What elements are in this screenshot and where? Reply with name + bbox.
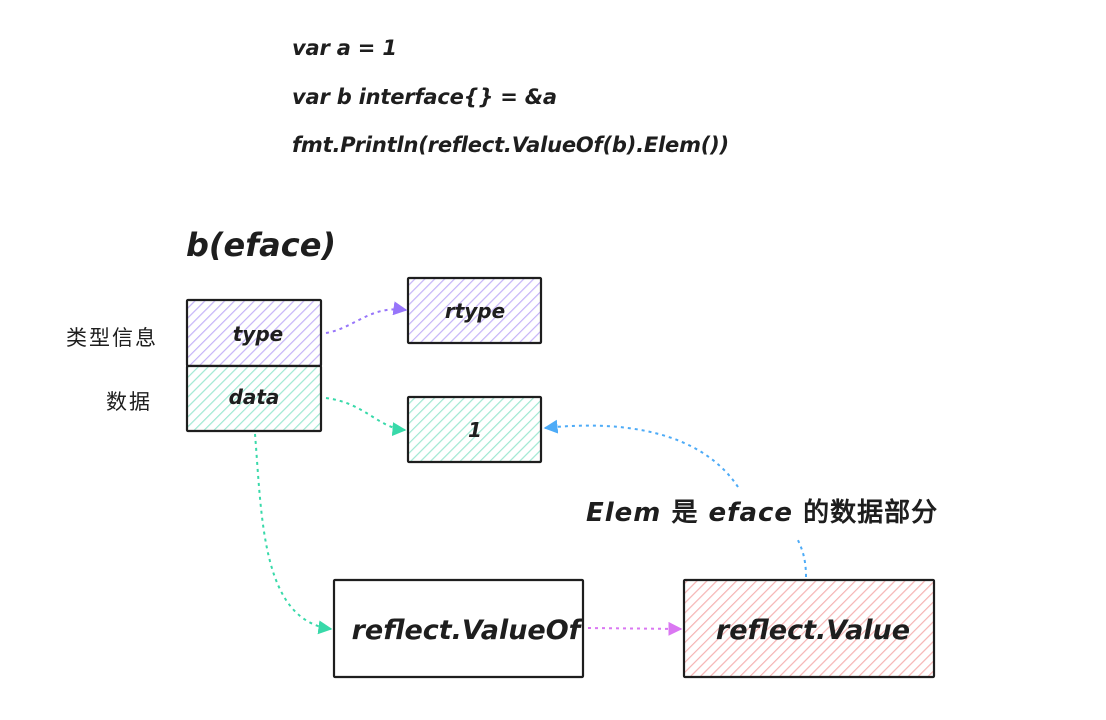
arrow-type-to-rtype <box>325 301 408 334</box>
eface-title: b(eface) <box>186 226 337 264</box>
annotation-elem: Elem <box>586 498 662 528</box>
code-line-2: var b interface{} = &a <box>292 85 557 109</box>
type-field-text: type <box>233 322 283 346</box>
eface-data-box: data <box>185 364 323 433</box>
data-label: 数据 <box>106 390 152 414</box>
reflect-value-text: reflect.Value <box>716 615 910 646</box>
arrow-annotation-to-value-box <box>543 419 739 488</box>
elem-annotation: Elem 是 eface 的数据部分 <box>586 492 938 529</box>
reflect-valueof-box: reflect.ValueOf <box>332 578 585 679</box>
annotation-is: 是 <box>661 498 709 528</box>
code-line-3: fmt.Println(reflect.ValueOf(b).Elem()) <box>292 133 729 157</box>
annotation-data-part: 的数据部分 <box>793 498 939 528</box>
reflect-valueof-text: reflect.ValueOf <box>352 615 584 646</box>
value-text: 1 <box>468 418 482 442</box>
annotation-eface: eface <box>708 498 794 528</box>
data-field-text: data <box>229 385 280 409</box>
code-line-1: var a = 1 <box>292 36 397 60</box>
arrow-data-to-valueof <box>254 433 333 635</box>
arrow-data-to-value <box>325 397 407 437</box>
rtype-box: rtype <box>406 276 543 345</box>
value-box: 1 <box>406 395 543 464</box>
eface-type-box: type <box>185 298 323 368</box>
type-info-label: 类型信息 <box>66 326 158 350</box>
arrow-valueof-to-value <box>587 621 683 636</box>
reflect-value-box: reflect.Value <box>682 578 936 679</box>
rtype-text: rtype <box>445 299 505 323</box>
arrow-value-to-data <box>796 537 807 578</box>
